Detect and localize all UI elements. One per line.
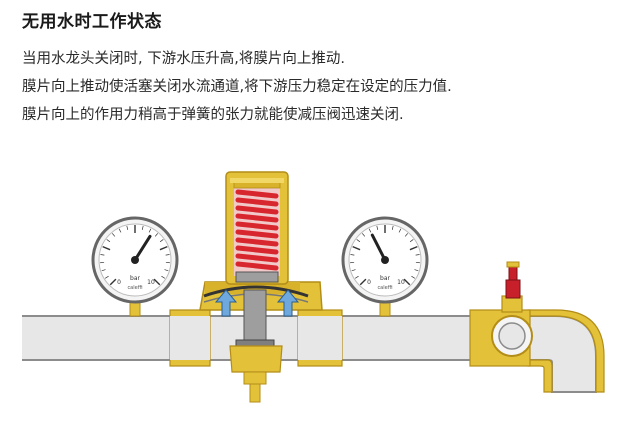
gauge-tick	[106, 239, 111, 243]
gauge-tick	[414, 269, 419, 272]
gauge-tick-label: 10	[397, 279, 405, 286]
gauge-tick	[391, 225, 394, 230]
gauge-needle	[133, 234, 152, 262]
spring-icon	[235, 189, 279, 271]
gauge-tick	[356, 239, 361, 243]
gauge-tick	[403, 278, 411, 286]
gauge-tick	[359, 278, 367, 286]
gauge-tick	[100, 254, 105, 256]
gauge-tick	[409, 245, 418, 251]
pressure-arrow-icon	[276, 289, 300, 317]
gauge-tick	[362, 233, 366, 237]
diaphragm	[203, 271, 309, 303]
gauge-tick	[102, 245, 111, 251]
gauge-tick	[368, 228, 372, 233]
gauge-tick	[109, 278, 117, 286]
gauge-tick-label: 0	[367, 279, 371, 286]
gauge-brand-label: caleffi	[127, 285, 142, 291]
description-text: 当用水龙头关闭时, 下游水压升高,将膜片向上推动. 膜片向上推动使活塞关闭水流通…	[22, 45, 452, 129]
elbow-pipe	[527, 309, 605, 393]
pressure-reducing-valve-diagram: 0 bar 10 caleffi 0 bar 10 caleffi	[22, 171, 605, 403]
gauge-tick	[154, 233, 158, 237]
gauge-scale	[100, 225, 170, 286]
gauge-tick	[126, 225, 129, 230]
gauge-tick	[104, 275, 109, 279]
gauge-tick	[354, 275, 359, 279]
gauge-tick	[415, 254, 420, 256]
gauge-unit-label: bar	[130, 275, 140, 282]
gauge-tick	[101, 269, 106, 272]
gauge-tick	[141, 225, 144, 230]
gauge-tick	[161, 275, 166, 279]
description-line: 当用水龙头关闭时, 下游水压升高,将膜片向上推动.	[22, 51, 345, 67]
inlet-coupling	[169, 309, 211, 367]
gauge-tick-label: 10	[147, 279, 155, 286]
tee-fitting	[469, 295, 533, 367]
gauge-tick	[153, 278, 161, 286]
gauge-tick	[159, 239, 164, 243]
gauge-tick	[409, 239, 414, 243]
test-valve-icon	[505, 261, 521, 299]
gauge-tick	[350, 254, 355, 256]
gauge-tick	[351, 269, 356, 272]
gauge-tick	[148, 228, 152, 233]
gauge-scale	[350, 225, 420, 286]
gauge-tick	[164, 269, 169, 272]
gauge-tick	[411, 275, 416, 279]
gauge-tick	[159, 245, 168, 251]
outlet-coupling	[297, 309, 343, 367]
description-line: 膜片向上推动使活塞关闭水流通道,将下游压力稳定在设定的压力值.	[22, 79, 452, 95]
gauge-tick	[404, 233, 408, 237]
gauge-tick	[376, 225, 379, 230]
gauge-unit-label: bar	[380, 275, 390, 282]
description-line: 膜片向上的作用力稍高于弹簧的张力就能使减压阀迅速关闭.	[22, 107, 404, 123]
pressure-arrow-icon	[214, 289, 238, 317]
upstream-pressure-gauge: 0 bar 10 caleffi	[91, 216, 179, 304]
gauge-tick	[118, 228, 122, 233]
gauge-needle	[370, 233, 387, 262]
gauge-tick	[112, 233, 116, 237]
piston	[229, 289, 283, 403]
gauge-tick	[352, 245, 361, 251]
gauge-tick-label: 0	[117, 279, 121, 286]
page-title: 无用水时工作状态	[22, 12, 162, 32]
gauge-tick	[398, 228, 402, 233]
downstream-pressure-gauge: 0 bar 10 caleffi	[341, 216, 429, 304]
gauge-tick	[165, 254, 170, 256]
gauge-brand-label: caleffi	[377, 285, 392, 291]
